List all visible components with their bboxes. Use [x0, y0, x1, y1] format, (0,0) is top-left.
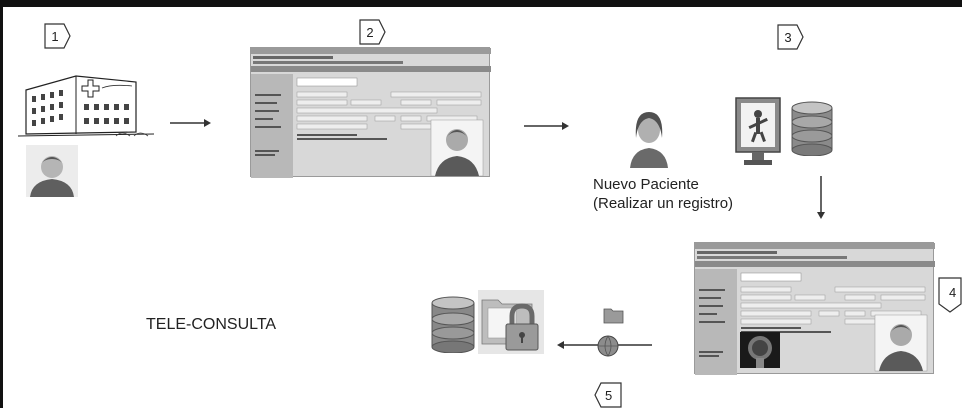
step-1-badge: [44, 23, 71, 49]
step-2-label: 2: [366, 24, 374, 40]
patient-avatar-icon: [630, 112, 668, 168]
xray-image-icon: [740, 332, 780, 368]
record-mockup: [695, 243, 935, 375]
clinical-record-screenshot: [694, 242, 935, 375]
new-patient-caption: Nuevo Paciente (Realizar un registro): [593, 175, 733, 213]
flow-arrow-1: [170, 119, 211, 127]
step-1-label: 1: [51, 28, 59, 44]
secure-database-icon: [431, 296, 475, 353]
hospital-icon: [17, 75, 155, 137]
step-5-label: 5: [605, 388, 613, 403]
flow-arrow-2: [524, 122, 569, 130]
folder-icon: [603, 308, 624, 324]
database-icon: [791, 101, 833, 156]
step-5-badge: [594, 382, 622, 408]
tele-consulta-label: TELE-CONSULTA: [146, 316, 277, 333]
new-patient-line1: Nuevo Paciente: [593, 176, 699, 193]
form-mockup: [251, 48, 491, 178]
step-2-badge: [359, 19, 386, 45]
step-4-badge: [938, 277, 962, 313]
new-patient-line2: (Realizar un registro): [593, 195, 734, 212]
registration-form-screenshot: [250, 47, 491, 178]
network-globe-icon: [597, 335, 619, 357]
lock-folder-icon: [478, 290, 544, 354]
step-4-label: 4: [949, 285, 957, 300]
flow-arrow-3: [817, 176, 825, 219]
step-3-label: 3: [784, 29, 792, 45]
doctor-avatar-icon: [26, 145, 78, 197]
medical-app-monitor-icon: [735, 97, 781, 165]
step-3-badge: [777, 24, 804, 50]
